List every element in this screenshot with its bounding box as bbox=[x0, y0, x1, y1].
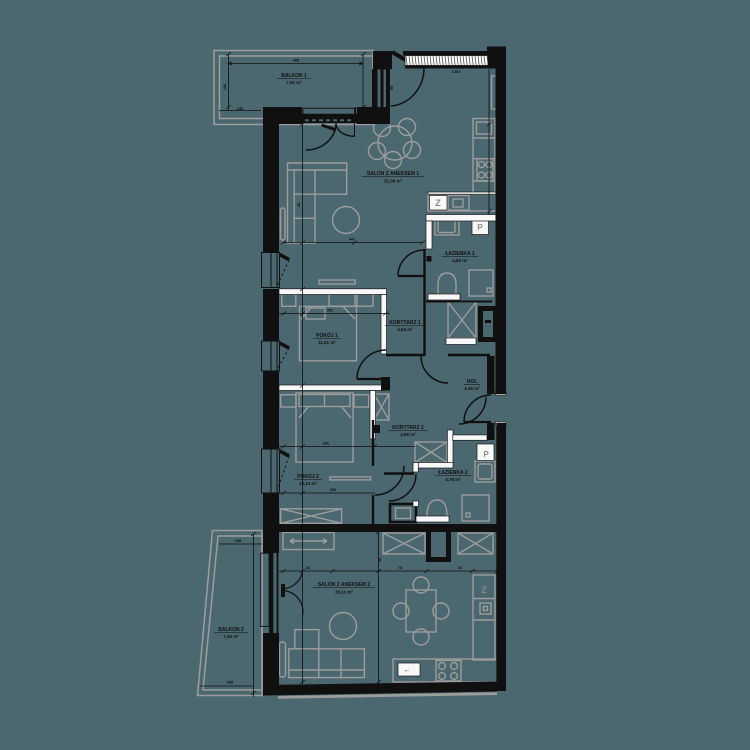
svg-text:ŁAZIENKA 1: ŁAZIENKA 1 bbox=[445, 251, 474, 257]
svg-text:245: 245 bbox=[235, 539, 241, 543]
svg-text:300: 300 bbox=[330, 488, 336, 492]
svg-text:SALON Z ANEKSEM 2: SALON Z ANEKSEM 2 bbox=[318, 582, 371, 588]
svg-text:90: 90 bbox=[390, 86, 394, 90]
svg-text:P: P bbox=[477, 223, 483, 232]
svg-text:13,14 m²: 13,14 m² bbox=[299, 481, 318, 486]
svg-text:4,76 m²: 4,76 m² bbox=[445, 477, 461, 482]
svg-text:Z: Z bbox=[435, 198, 441, 208]
svg-text:⌐: ⌐ bbox=[405, 666, 410, 675]
svg-text:447: 447 bbox=[349, 238, 355, 242]
svg-text:7,52 m²: 7,52 m² bbox=[286, 80, 302, 85]
svg-text:BALKON 1: BALKON 1 bbox=[281, 73, 307, 79]
svg-text:30: 30 bbox=[297, 203, 301, 207]
svg-text:4,96 m²: 4,96 m² bbox=[400, 432, 416, 437]
svg-text:465: 465 bbox=[293, 59, 299, 63]
svg-text:84: 84 bbox=[306, 566, 311, 570]
svg-text:76: 76 bbox=[398, 566, 402, 570]
svg-text:ŁAZIENKA 2: ŁAZIENKA 2 bbox=[438, 470, 467, 476]
svg-text:1204: 1204 bbox=[452, 70, 461, 74]
svg-text:KORYTARZ 1: KORYTARZ 1 bbox=[389, 320, 421, 326]
svg-text:140: 140 bbox=[223, 84, 227, 90]
svg-text:3,46 m²: 3,46 m² bbox=[464, 386, 480, 391]
svg-text:Z: Z bbox=[481, 585, 487, 595]
svg-text:SALON Z ANEKSEM 1: SALON Z ANEKSEM 1 bbox=[367, 171, 420, 177]
svg-text:KORYTARZ 2: KORYTARZ 2 bbox=[392, 425, 424, 431]
svg-text:645: 645 bbox=[227, 681, 233, 685]
svg-text:BALKON 2: BALKON 2 bbox=[218, 627, 244, 633]
svg-text:4,84 m²: 4,84 m² bbox=[452, 258, 468, 263]
svg-text:P: P bbox=[483, 450, 489, 459]
svg-text:4,84 m²: 4,84 m² bbox=[397, 327, 413, 332]
svg-text:POKÓJ 2: POKÓJ 2 bbox=[297, 472, 319, 480]
svg-text:342: 342 bbox=[323, 442, 329, 446]
svg-text:30,11 m²: 30,11 m² bbox=[335, 590, 353, 595]
svg-text:84: 84 bbox=[458, 566, 463, 570]
svg-text:40: 40 bbox=[378, 558, 382, 562]
svg-text:11,51 m²: 11,51 m² bbox=[318, 340, 336, 345]
svg-text:7,46 m²: 7,46 m² bbox=[223, 634, 239, 639]
svg-text:HOL: HOL bbox=[467, 379, 478, 385]
svg-text:31,38 m²: 31,38 m² bbox=[384, 179, 403, 184]
svg-text:245: 245 bbox=[237, 107, 243, 111]
svg-text:POKÓJ 1: POKÓJ 1 bbox=[316, 331, 338, 339]
svg-text:302: 302 bbox=[327, 309, 333, 313]
